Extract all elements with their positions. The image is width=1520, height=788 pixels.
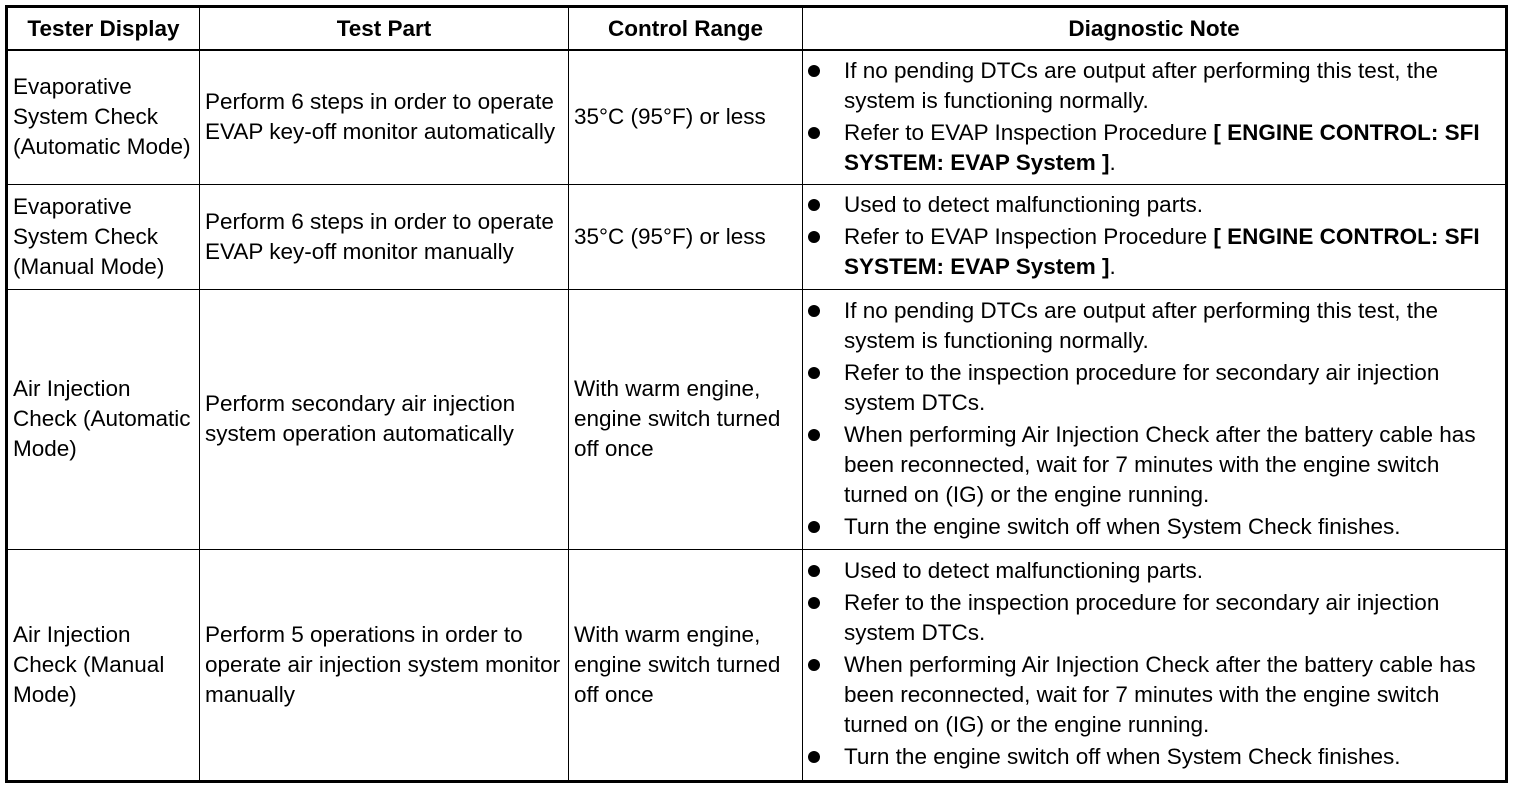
note-item: Refer to the inspection procedure for se… [808,358,1500,418]
note-item: Refer to EVAP Inspection Procedure [ ENG… [808,118,1500,178]
note-list: Used to detect malfunctioning parts. Ref… [808,556,1500,772]
table-row: Air Injection Check (Manual Mode) Perfor… [6,548,1507,782]
bullet-icon [808,199,820,211]
note-text: When performing Air Injection Check afte… [844,421,1476,507]
diagnostic-note-cell: Used to detect malfunctioning parts. Ref… [802,548,1507,782]
bullet-icon [808,659,820,671]
header-test-part: Test Part [199,6,569,51]
test-part-cell: Perform 5 operations in order to operate… [199,548,569,782]
note-text: Used to detect malfunctioning parts. [844,558,1203,583]
header-diagnostic-note: Diagnostic Note [802,6,1507,51]
diagnostic-note-cell: If no pending DTCs are output after perf… [802,288,1507,550]
note-item: Used to detect malfunctioning parts. [808,556,1500,586]
diagnostic-note-cell: Used to detect malfunctioning parts. Ref… [802,183,1507,290]
bullet-icon [808,304,820,317]
bullet-icon [808,751,820,763]
bullet-icon [808,597,820,609]
control-range-cell: With warm engine, engine switch turned o… [568,288,803,550]
bullet-icon [808,520,820,533]
note-text: If no pending DTCs are output after perf… [844,297,1439,353]
test-part-cell: Perform 6 steps in order to operate EVAP… [199,49,569,185]
note-text: When performing Air Injection Check afte… [844,652,1476,737]
tester-display-cell: Air Injection Check (Automatic Mode) [6,288,200,550]
note-item: If no pending DTCs are output after perf… [808,296,1500,356]
header-tester-display: Tester Display [6,6,200,51]
tester-display-cell: Evaporative System Check (Automatic Mode… [6,49,200,185]
note-text: If no pending DTCs are output after perf… [844,57,1439,113]
note-text: Turn the engine switch off when System C… [844,744,1401,769]
note-text-after: . [1109,254,1116,279]
note-list: If no pending DTCs are output after perf… [808,296,1500,542]
system-check-table: Tester Display Test Part Control Range D… [5,5,1508,783]
bullet-icon [808,126,820,139]
note-item: Refer to the inspection procedure for se… [808,588,1500,648]
table-row: Air Injection Check (Automatic Mode) Per… [6,288,1507,550]
note-text: Refer to the inspection procedure for se… [844,590,1440,645]
note-text: Turn the engine switch off when System C… [844,513,1401,539]
note-text: Refer to EVAP Inspection Procedure [844,119,1214,145]
note-list: If no pending DTCs are output after perf… [808,56,1500,178]
note-list: Used to detect malfunctioning parts. Ref… [808,190,1500,282]
bullet-icon [808,565,820,577]
control-range-cell: With warm engine, engine switch turned o… [568,548,803,782]
bullet-icon [808,64,820,77]
bullet-icon [808,366,820,379]
note-item: Used to detect malfunctioning parts. [808,190,1500,220]
bullet-icon [808,428,820,441]
note-item: Refer to EVAP Inspection Procedure [ ENG… [808,222,1500,282]
bullet-icon [808,231,820,243]
note-text-after: . [1109,149,1116,175]
note-item: Turn the engine switch off when System C… [808,512,1500,542]
header-row: Tester Display Test Part Control Range D… [6,6,1507,51]
reference-link: [ ENGINE CONTROL: SFI SYSTEM: EVAP Syste… [844,224,1480,279]
reference-link: [ ENGINE CONTROL: SFI SYSTEM: EVAP Syste… [844,119,1480,175]
note-text: Used to detect malfunctioning parts. [844,192,1203,217]
note-item: Turn the engine switch off when System C… [808,742,1500,772]
control-range-cell: 35°C (95°F) or less [568,49,803,185]
note-item: When performing Air Injection Check afte… [808,650,1500,740]
note-item: When performing Air Injection Check afte… [808,420,1500,510]
tester-display-cell: Evaporative System Check (Manual Mode) [6,183,200,290]
header-control-range: Control Range [568,6,803,51]
tester-display-cell: Air Injection Check (Manual Mode) [6,548,200,782]
note-text: Refer to the inspection procedure for se… [844,359,1440,415]
table-row: Evaporative System Check (Manual Mode) P… [6,183,1507,290]
test-part-cell: Perform 6 steps in order to operate EVAP… [199,183,569,290]
table-row: Evaporative System Check (Automatic Mode… [6,49,1507,185]
diagnostic-note-cell: If no pending DTCs are output after perf… [802,49,1507,185]
test-part-cell: Perform secondary air injection system o… [199,288,569,550]
control-range-cell: 35°C (95°F) or less [568,183,803,290]
note-text: Refer to EVAP Inspection Procedure [844,224,1214,249]
note-item: If no pending DTCs are output after perf… [808,56,1500,116]
